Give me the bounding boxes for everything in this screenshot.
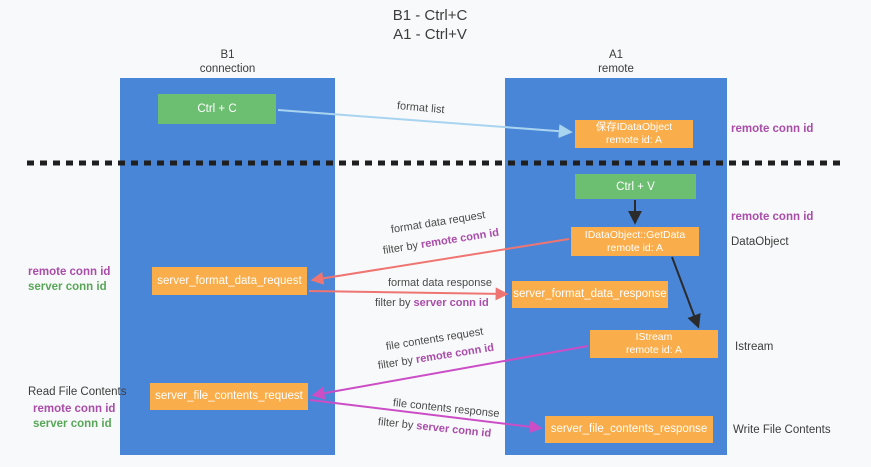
- remote-conn-id-highlight: remote conn id: [420, 226, 500, 251]
- server-file-contents-request-node: server_file_contents_request: [150, 383, 308, 410]
- right-column-title: A1: [608, 49, 624, 61]
- filter-by-text: filter by: [375, 297, 414, 309]
- dataobject-annotation: DataObject: [731, 236, 789, 248]
- left-remote-conn-id-annotation-bottom: remote conn id: [33, 403, 116, 415]
- right-column-header: A1 remote: [505, 48, 727, 76]
- save-idataobject-node: 保存IDataObject remote id: A: [575, 120, 693, 148]
- istream-line1: IStream: [635, 331, 673, 343]
- filter-by-text: filter by: [377, 354, 417, 372]
- server-file-contents-response-label: server_file_contents_response: [550, 423, 708, 435]
- idataobject-getdata-line2: remote id: A: [606, 241, 664, 254]
- left-remote-conn-id-annotation-top: remote conn id: [28, 266, 111, 278]
- write-file-contents-annotation: Write File Contents: [733, 424, 831, 436]
- server-conn-id-highlight: server conn id: [415, 420, 492, 440]
- idataobject-getdata-line1: IDataObject::GetData: [584, 228, 686, 241]
- format-data-response-filter-label: filter by server conn id: [375, 297, 489, 309]
- read-file-contents-annotation: Read File Contents: [28, 386, 127, 398]
- istream-node: IStream remote id: A: [590, 330, 718, 358]
- filter-by-text: filter by: [382, 239, 422, 257]
- server-format-data-response-label: server_format_data_response: [513, 288, 667, 300]
- right-column-subtitle: remote: [598, 63, 634, 75]
- server-format-data-response-node: server_format_data_response: [512, 281, 668, 308]
- server-file-contents-request-label: server_file_contents_request: [155, 390, 303, 402]
- idataobject-getdata-node: IDataObject::GetData remote id: A: [571, 227, 699, 256]
- ctrl-c-node: Ctrl + C: [158, 94, 276, 124]
- server-file-contents-response-node: server_file_contents_response: [545, 416, 713, 443]
- istream-line2: remote id: A: [625, 344, 683, 356]
- server-conn-id-highlight: server conn id: [413, 297, 489, 309]
- ctrl-c-label: Ctrl + C: [197, 103, 237, 115]
- left-column-header: B1 connection: [120, 48, 335, 76]
- save-idataobject-line2: remote id: A: [605, 134, 663, 146]
- format-list-arrow-label: format list: [396, 100, 446, 117]
- format-data-response-arrow-label: format data response: [388, 277, 492, 289]
- remote-conn-id-annotation-top: remote conn id: [731, 123, 814, 135]
- server-format-data-request-label: server_format_data_request: [157, 274, 302, 287]
- ctrl-v-node: Ctrl + V: [575, 174, 696, 199]
- remote-conn-id-annotation-mid: remote conn id: [731, 211, 814, 223]
- title-line-2: A1 - Ctrl+V: [393, 26, 467, 43]
- left-server-conn-id-annotation-top: server conn id: [28, 281, 107, 293]
- left-column-title: B1: [220, 49, 235, 61]
- server-format-data-request-node: server_format_data_request: [152, 267, 307, 295]
- left-server-conn-id-annotation-bottom: server conn id: [33, 418, 112, 430]
- file-contents-response-arrow-label: file contents response: [392, 397, 501, 421]
- filter-by-text: filter by: [377, 416, 417, 432]
- istream-annotation: Istream: [735, 341, 774, 353]
- save-idataobject-line1: 保存IDataObject: [595, 121, 673, 133]
- left-column-subtitle: connection: [199, 63, 256, 75]
- diagram-title: B1 - Ctrl+C A1 - Ctrl+V: [280, 6, 580, 44]
- ctrl-v-label: Ctrl + V: [616, 180, 655, 193]
- format-data-response-arrow: [308, 287, 509, 301]
- file-contents-response-filter-label: filter by server conn id: [377, 416, 491, 440]
- title-line-1: B1 - Ctrl+C: [392, 7, 468, 24]
